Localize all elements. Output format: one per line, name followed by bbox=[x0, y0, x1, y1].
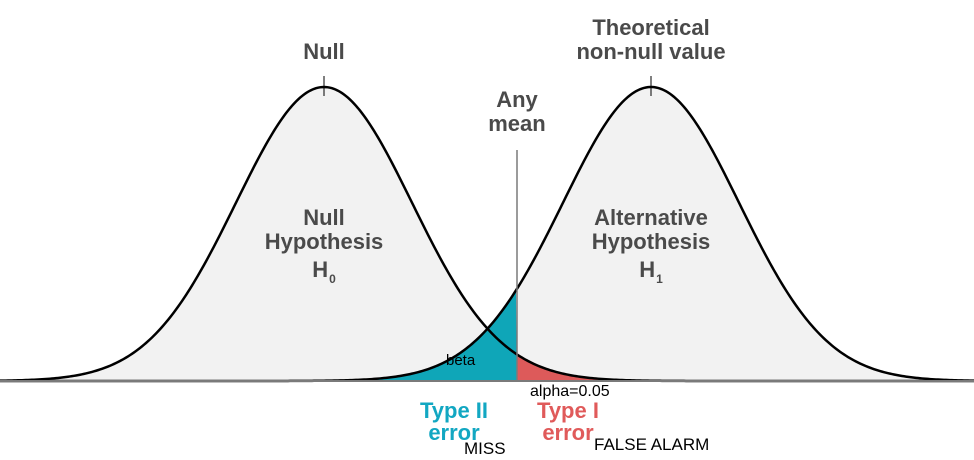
any-text: Any bbox=[496, 87, 538, 112]
h0-letter: H bbox=[312, 256, 329, 282]
mean-text: mean bbox=[488, 110, 546, 136]
h1-letter: H bbox=[639, 256, 656, 282]
null-hypothesis-line1: Null bbox=[303, 205, 345, 230]
alternative-hypothesis-label: Alternative Hypothesis H1 bbox=[561, 205, 741, 285]
miss-label: MISS bbox=[464, 439, 506, 458]
h0-subscript: 0 bbox=[329, 271, 336, 286]
h1-subscript: 1 bbox=[656, 271, 663, 286]
beta-region bbox=[330, 290, 517, 381]
type-i-line2: error bbox=[542, 420, 594, 445]
false-alarm-label: FALSE ALARM bbox=[594, 435, 710, 454]
type-ii-line1: Type II bbox=[419, 398, 489, 423]
alternative-distribution-fill bbox=[0, 87, 974, 382]
theoretical-label: Theoretical non-null value bbox=[551, 16, 751, 64]
null-hypothesis-line2: Hypothesis bbox=[264, 228, 384, 254]
alternative-hypothesis-line2: Hypothesis bbox=[591, 228, 711, 254]
alternative-hypothesis-line1: Alternative bbox=[594, 205, 708, 230]
alpha-label: alpha=0.05 bbox=[530, 383, 610, 400]
type-i-line1: Type I bbox=[537, 398, 599, 423]
null-peak-text: Null bbox=[303, 39, 345, 64]
h1-symbol: H1 bbox=[561, 256, 741, 285]
null-distribution-fill bbox=[0, 87, 974, 381]
type-i-error-label: Type I error bbox=[523, 400, 613, 444]
null-peak-label: Null bbox=[279, 40, 369, 64]
type-ii-line2: error bbox=[428, 420, 480, 445]
theoretical-text: Theoretical bbox=[592, 15, 710, 40]
non-null-value-text: non-null value bbox=[576, 38, 726, 64]
any-mean-label: Any mean bbox=[477, 88, 557, 136]
null-hypothesis-label: Null Hypothesis H0 bbox=[244, 205, 404, 285]
type-ii-error-label: Type II error bbox=[404, 400, 504, 444]
beta-label: beta bbox=[446, 352, 476, 369]
h0-symbol: H0 bbox=[244, 256, 404, 285]
